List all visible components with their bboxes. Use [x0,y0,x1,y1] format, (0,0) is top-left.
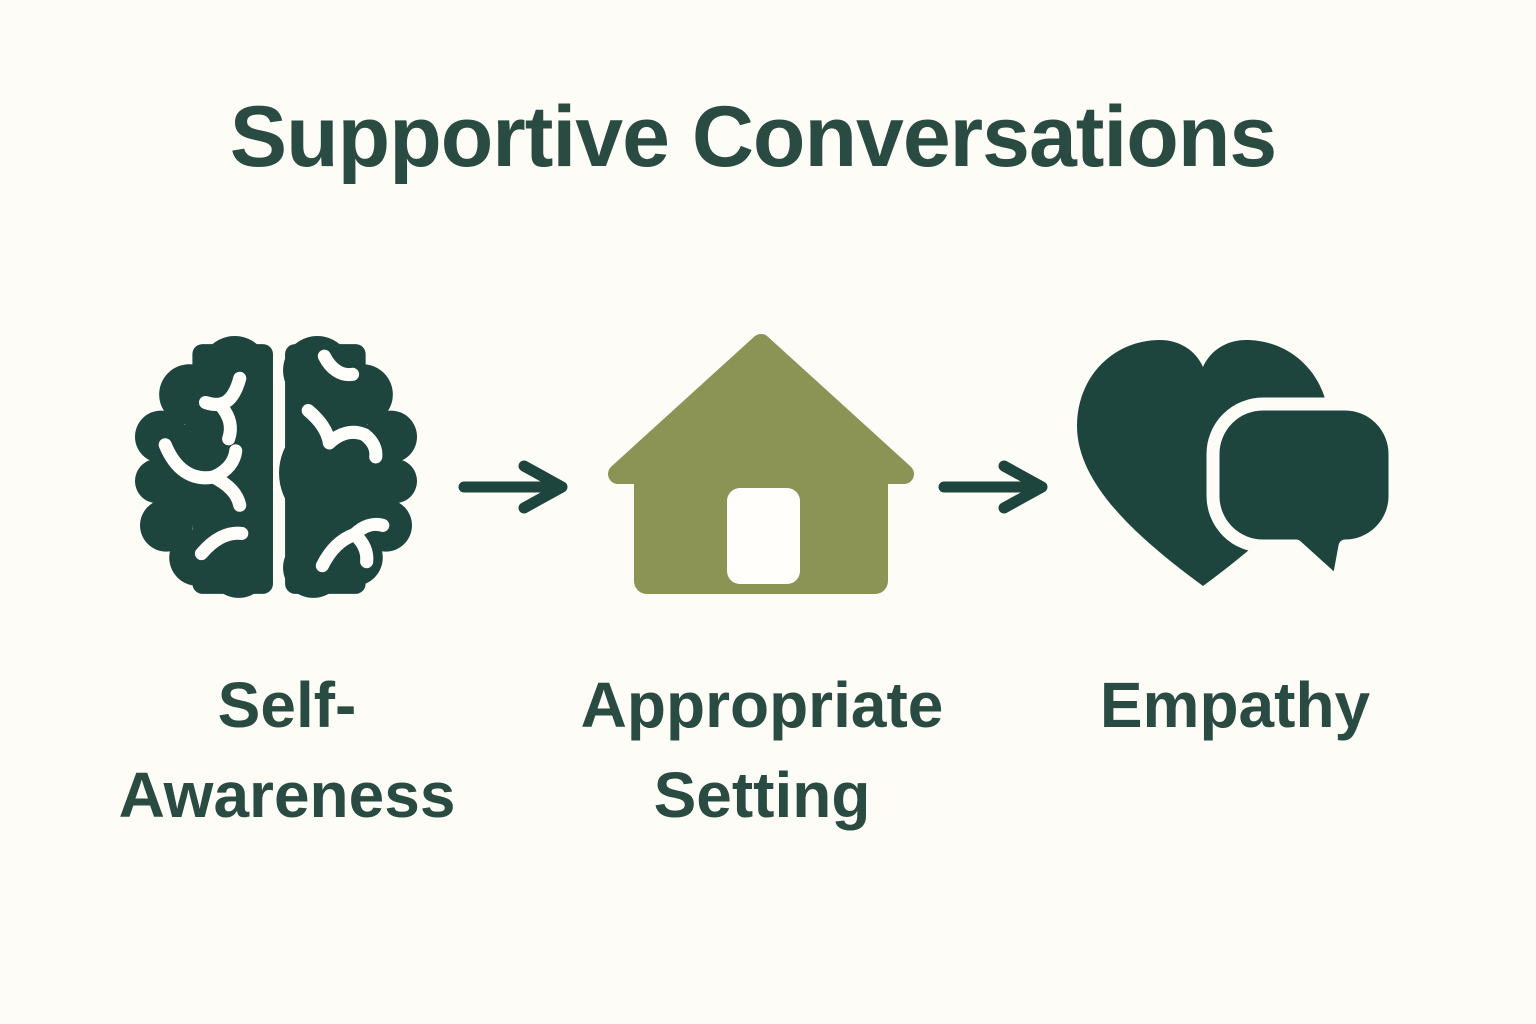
house-door [727,488,800,584]
brain-icon [134,332,418,610]
label-appropriate-setting: Appropriate Setting [537,660,987,840]
speech-bubble-shape [1206,397,1402,591]
page-title: Supportive Conversations [229,89,1277,185]
label-line: Setting [653,759,871,831]
label-line: Awareness [118,759,456,831]
brain-folds [158,349,390,573]
heart-speech-icon [1072,334,1406,596]
label-self-awareness: Self- Awareness [62,660,512,840]
arrow-right-icon [938,459,1050,515]
label-empathy: Empathy [1010,660,1460,750]
label-line: Empathy [1099,669,1371,741]
arrow-right-icon [458,459,570,515]
label-line: Appropriate [580,669,944,741]
house-roof [608,334,914,484]
label-line: Self- [217,669,357,741]
house-icon [604,326,918,604]
